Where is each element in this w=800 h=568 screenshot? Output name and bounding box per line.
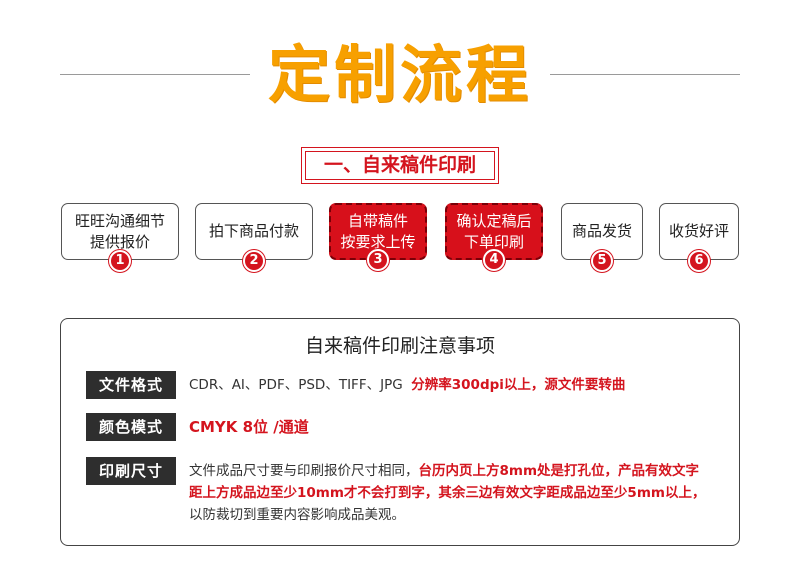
title-divider-right — [550, 74, 740, 75]
step-number-badge: 1 — [109, 250, 131, 272]
print-size-line-2: 距上方成品边至少10mm才不会打到字，其余三边有效文字距成品边至少5mm以上， — [189, 485, 706, 501]
color-mode-row: CMYK 8位 /通道 — [189, 416, 309, 439]
step-6: 收货好评 6 — [659, 203, 739, 272]
print-size-line-1-normal: 文件成品尺寸要与印刷报价尺寸相同， — [189, 463, 419, 479]
section-title: 一、自来稿件印刷 — [301, 147, 499, 184]
print-size-line-3: 以防裁切到重要内容影响成品美观。 — [189, 507, 405, 523]
print-size-line-1-red: 台历内页上方8mm处是打孔位，产品有效文字 — [418, 463, 700, 479]
header: 定制流程 — [0, 30, 800, 120]
step-label: 收货好评 — [668, 222, 729, 240]
color-mode-tag: 颜色模式 — [86, 413, 176, 441]
step-label: 确认定稿后 下单印刷 — [456, 211, 532, 251]
step-number-badge: 2 — [243, 250, 265, 272]
file-format-tag: 文件格式 — [86, 371, 176, 399]
file-format-requirement: 分辨率300dpi以上，源文件要转曲 — [411, 377, 626, 393]
print-size-text: 文件成品尺寸要与印刷报价尺寸相同，台历内页上方8mm处是打孔位，产品有效文字 距… — [189, 460, 705, 526]
step-label: 商品发货 — [571, 222, 632, 240]
page-title: 定制流程 — [267, 38, 532, 111]
step-number-badge: 3 — [367, 249, 389, 271]
notes-panel: 自来稿件印刷注意事项 文件格式 CDR、AI、PDF、PSD、TIFF、JPG … — [60, 318, 740, 546]
file-format-list: CDR、AI、PDF、PSD、TIFF、JPG — [189, 377, 403, 393]
step-label: 拍下商品付款 — [208, 222, 299, 240]
step-number-badge: 5 — [591, 250, 613, 272]
step-number-badge: 6 — [688, 250, 710, 272]
step-5: 商品发货 5 — [561, 203, 643, 272]
file-format-row: CDR、AI、PDF、PSD、TIFF、JPG 分辨率300dpi以上，源文件要… — [189, 374, 625, 396]
step-3: 自带稿件 按要求上传 3 — [329, 203, 427, 271]
notes-title: 自来稿件印刷注意事项 — [304, 335, 495, 357]
section-title-text: 一、自来稿件印刷 — [323, 154, 476, 176]
print-size-tag: 印刷尺寸 — [86, 457, 176, 485]
print-size-line-1: 文件成品尺寸要与印刷报价尺寸相同，台历内页上方8mm处是打孔位，产品有效文字 — [189, 460, 705, 482]
section-title-inner-border — [305, 151, 495, 180]
step-1: 旺旺沟通细节 提供报价 1 — [61, 203, 179, 272]
step-number-badge: 4 — [483, 249, 505, 271]
step-2: 拍下商品付款 2 — [195, 203, 313, 272]
title-divider-left — [60, 74, 250, 75]
color-mode-value: CMYK 8位 /通道 — [189, 418, 309, 436]
step-label: 旺旺沟通细节 提供报价 — [74, 211, 165, 251]
step-4: 确认定稿后 下单印刷 4 — [445, 203, 543, 271]
step-label: 自带稿件 按要求上传 — [340, 211, 416, 251]
